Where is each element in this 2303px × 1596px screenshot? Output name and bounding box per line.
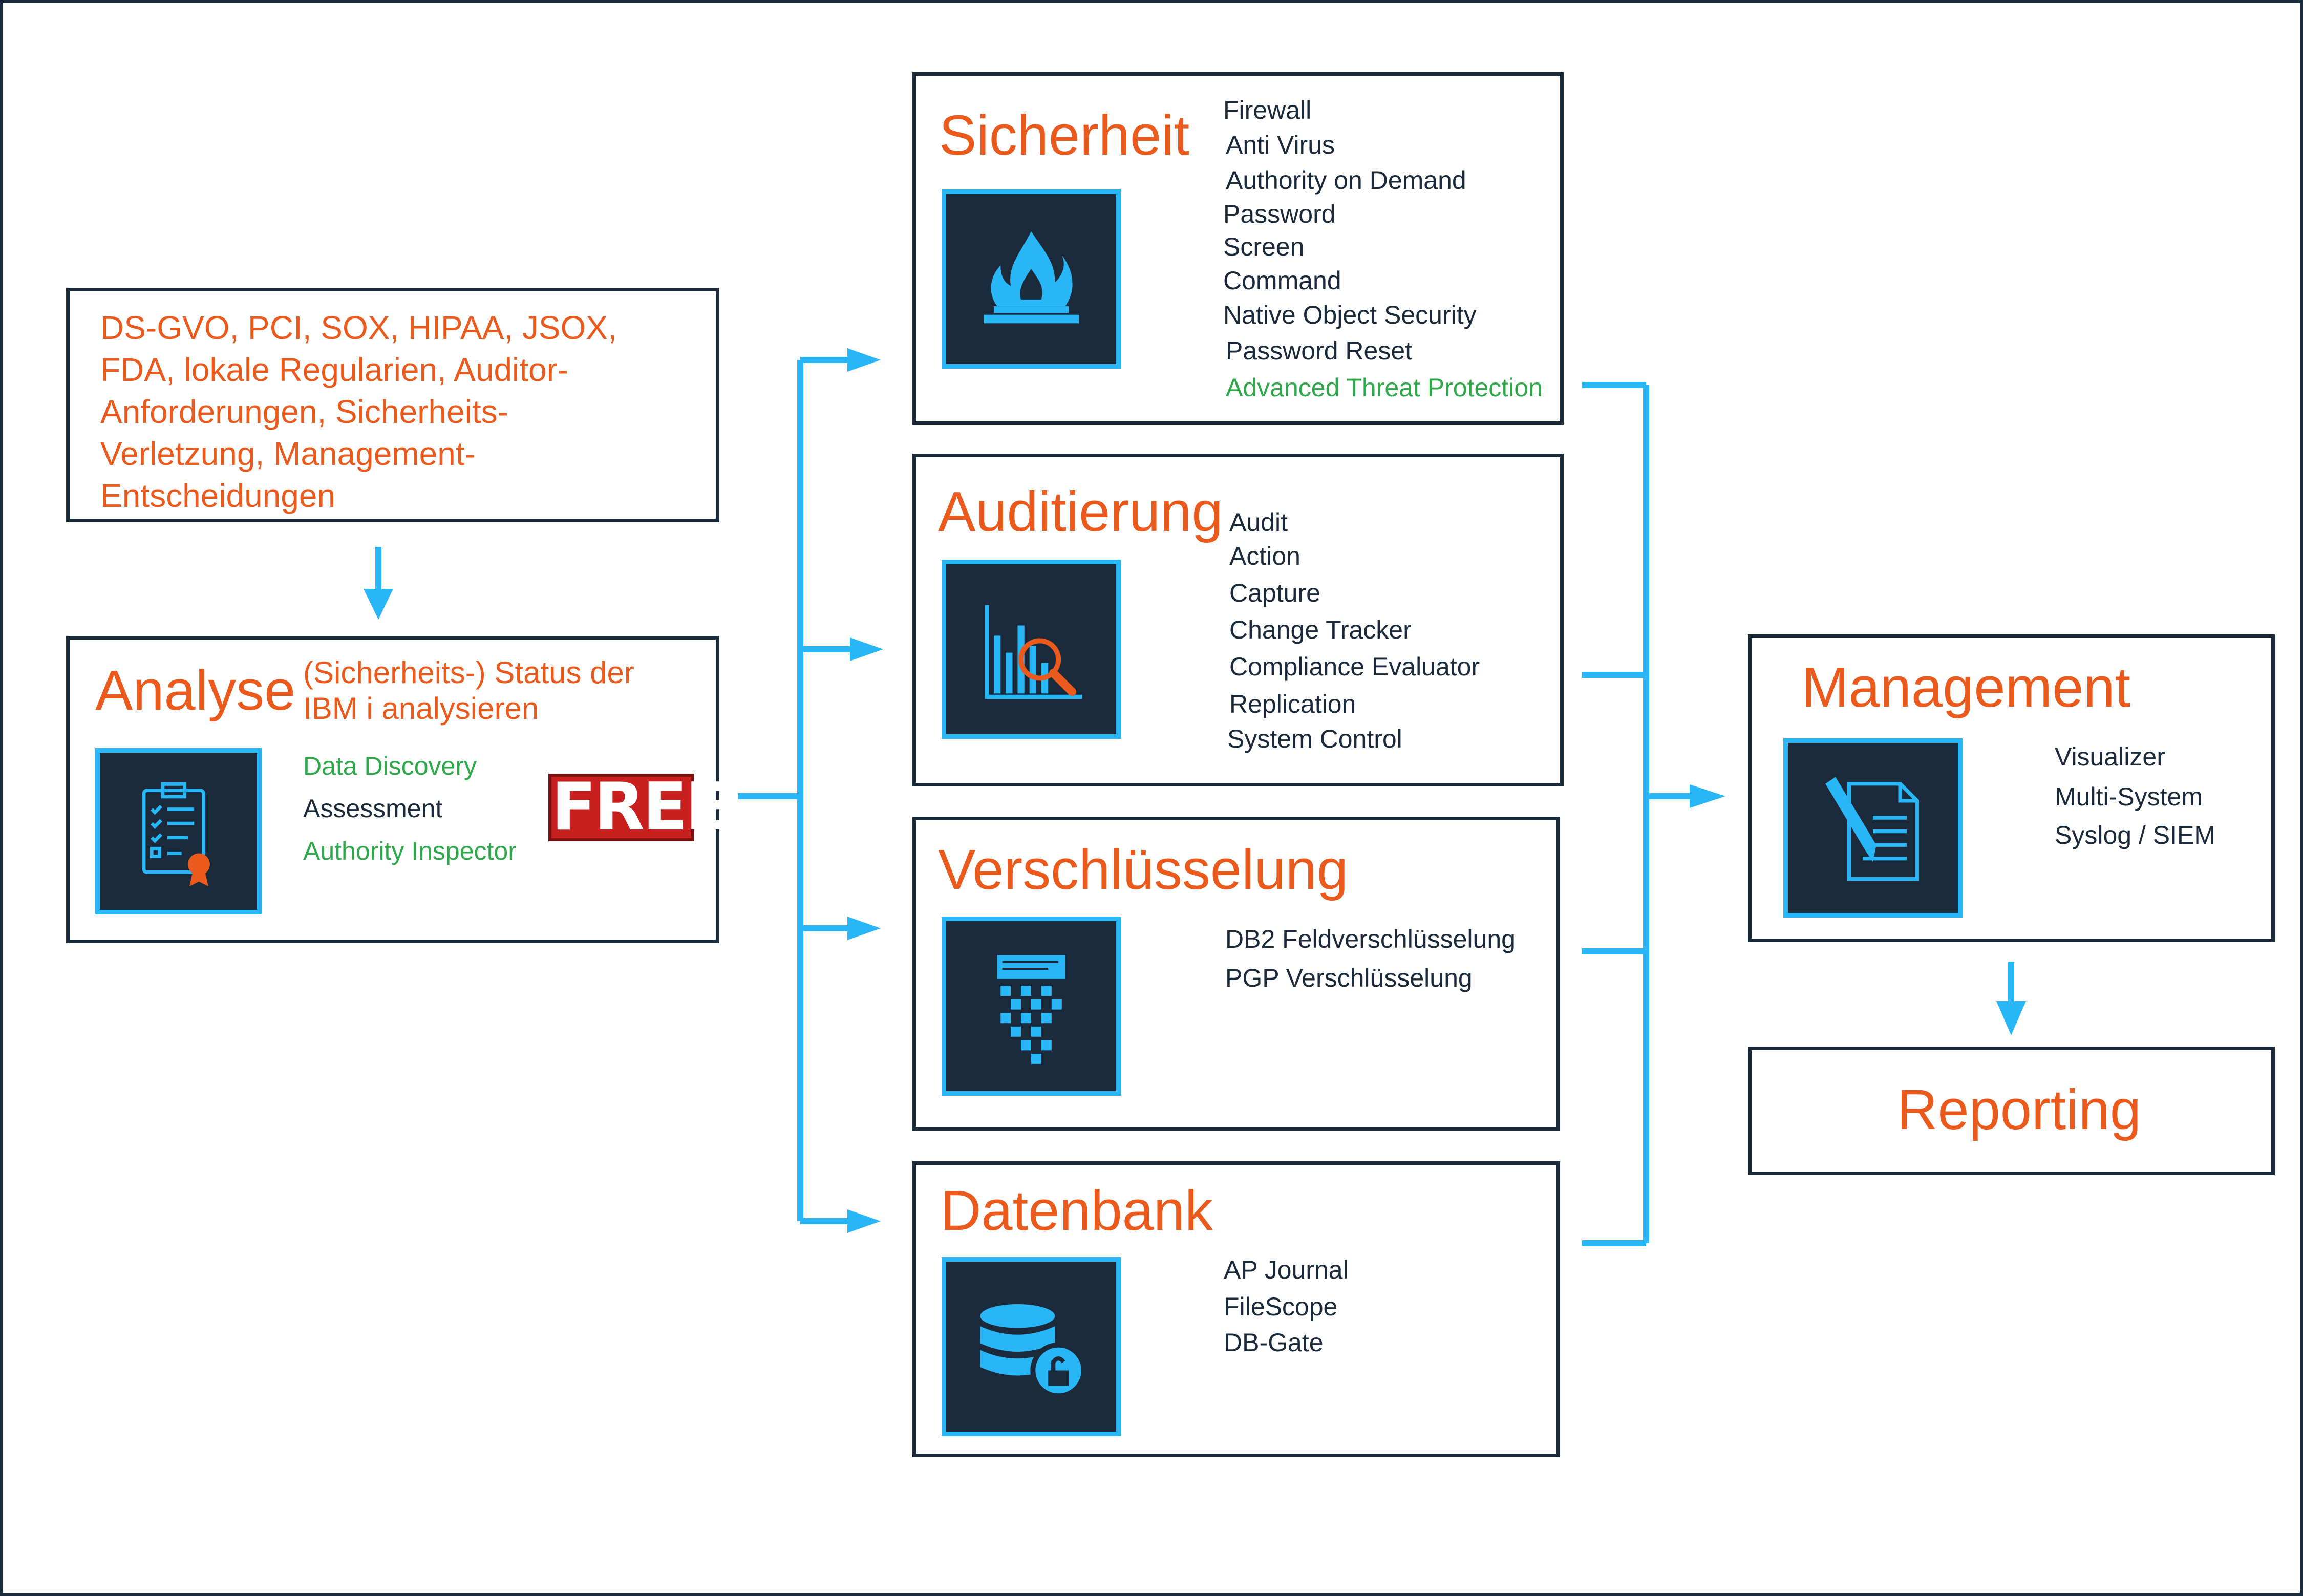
- analyse-subtitle-line: (Sicherheits-) Status der: [303, 655, 634, 690]
- management-item: Syslog / SIEM: [2055, 821, 2215, 849]
- free-badge: FREE: [548, 774, 730, 841]
- sicherheit-title: Sicherheit: [939, 104, 1190, 167]
- datenbank-item: DB-Gate: [1224, 1328, 1324, 1357]
- sicherheit-item: Screen: [1223, 232, 1305, 261]
- drivers-box: DS-GVO, PCI, SOX, HIPAA, JSOX, FDA, loka…: [66, 288, 719, 522]
- auditierung-item: System Control: [1227, 725, 1402, 753]
- management-box: Management Visualizer Multi-System Syslo…: [1748, 634, 2275, 942]
- auditierung-title: Auditierung: [938, 480, 1223, 543]
- drivers-line: FDA, lokale Regularien, Auditor-: [100, 351, 569, 388]
- sicherheit-box: Sicherheit Firewall Anti Virus Authority…: [912, 72, 1564, 425]
- drivers-text: DS-GVO, PCI, SOX, HIPAA, JSOX, FDA, loka…: [100, 307, 617, 517]
- clipboard-checklist-icon: [95, 748, 262, 914]
- verschluesselung-item: PGP Verschlüsselung: [1225, 964, 1473, 992]
- management-item: Visualizer: [2055, 742, 2165, 771]
- drivers-line: Anforderungen, Sicherheits-: [100, 393, 508, 430]
- datenbank-box: Datenbank AP Journal FileScope DB-Gate: [912, 1161, 1560, 1457]
- analyse-subtitle: (Sicherheits-) Status der IBM i analysie…: [303, 655, 634, 727]
- drivers-line: Entscheidungen: [100, 477, 336, 514]
- analyse-item: Data Discovery: [303, 752, 477, 780]
- analyse-item: Authority Inspector: [303, 837, 517, 865]
- auditierung-item: Compliance Evaluator: [1229, 652, 1480, 681]
- analyse-box: Analyse (Sicherheits-) Status der IBM i …: [66, 636, 730, 943]
- sicherheit-item: Anti Virus: [1226, 131, 1335, 159]
- verschluesselung-item: DB2 Feldverschlüsselung: [1225, 925, 1516, 953]
- management-title: Management: [1802, 656, 2131, 719]
- sicherheit-item: Password Reset: [1226, 336, 1413, 365]
- sicherheit-item: Advanced Threat Protection: [1226, 373, 1543, 402]
- firewall-flame-icon: [942, 189, 1121, 369]
- auditierung-item: Replication: [1229, 690, 1356, 718]
- analyse-subtitle-line: IBM i analysieren: [303, 691, 539, 726]
- chart-magnifier-icon: [942, 560, 1121, 739]
- sicherheit-item: Firewall: [1223, 96, 1312, 124]
- datenbank-title: Datenbank: [941, 1179, 1213, 1242]
- auditierung-item: Capture: [1229, 579, 1320, 607]
- auditierung-box: Auditierung Audit Action Capture Change …: [912, 454, 1564, 786]
- auditierung-item: Action: [1229, 542, 1300, 570]
- analyse-title: Analyse: [95, 659, 296, 722]
- datenbank-item: FileScope: [1224, 1292, 1338, 1321]
- sicherheit-item: Authority on Demand: [1226, 166, 1466, 195]
- reporting-title: Reporting: [1897, 1078, 2141, 1141]
- document-pen-icon: [1783, 738, 1963, 918]
- datenbank-item: AP Journal: [1224, 1255, 1349, 1284]
- auditierung-item: Change Tracker: [1229, 615, 1412, 644]
- verschluesselung-box: Verschlüsselung DB2 Feldverschlüsselung …: [912, 817, 1560, 1131]
- sicherheit-item: Command: [1223, 266, 1341, 295]
- sicherheit-item: Native Object Security: [1223, 301, 1477, 329]
- management-item: Multi-System: [2055, 782, 2203, 811]
- drivers-line: Verletzung, Management-: [100, 435, 476, 472]
- analyse-item: Assessment: [303, 794, 443, 823]
- database-lock-icon: [942, 1257, 1121, 1436]
- verschluesselung-title: Verschlüsselung: [938, 838, 1349, 901]
- document-shredder-icon: [942, 917, 1121, 1096]
- drivers-line: DS-GVO, PCI, SOX, HIPAA, JSOX,: [100, 309, 617, 346]
- sicherheit-item: Password: [1223, 200, 1336, 228]
- auditierung-item: Audit: [1229, 508, 1288, 537]
- reporting-box: Reporting: [1748, 1047, 2275, 1175]
